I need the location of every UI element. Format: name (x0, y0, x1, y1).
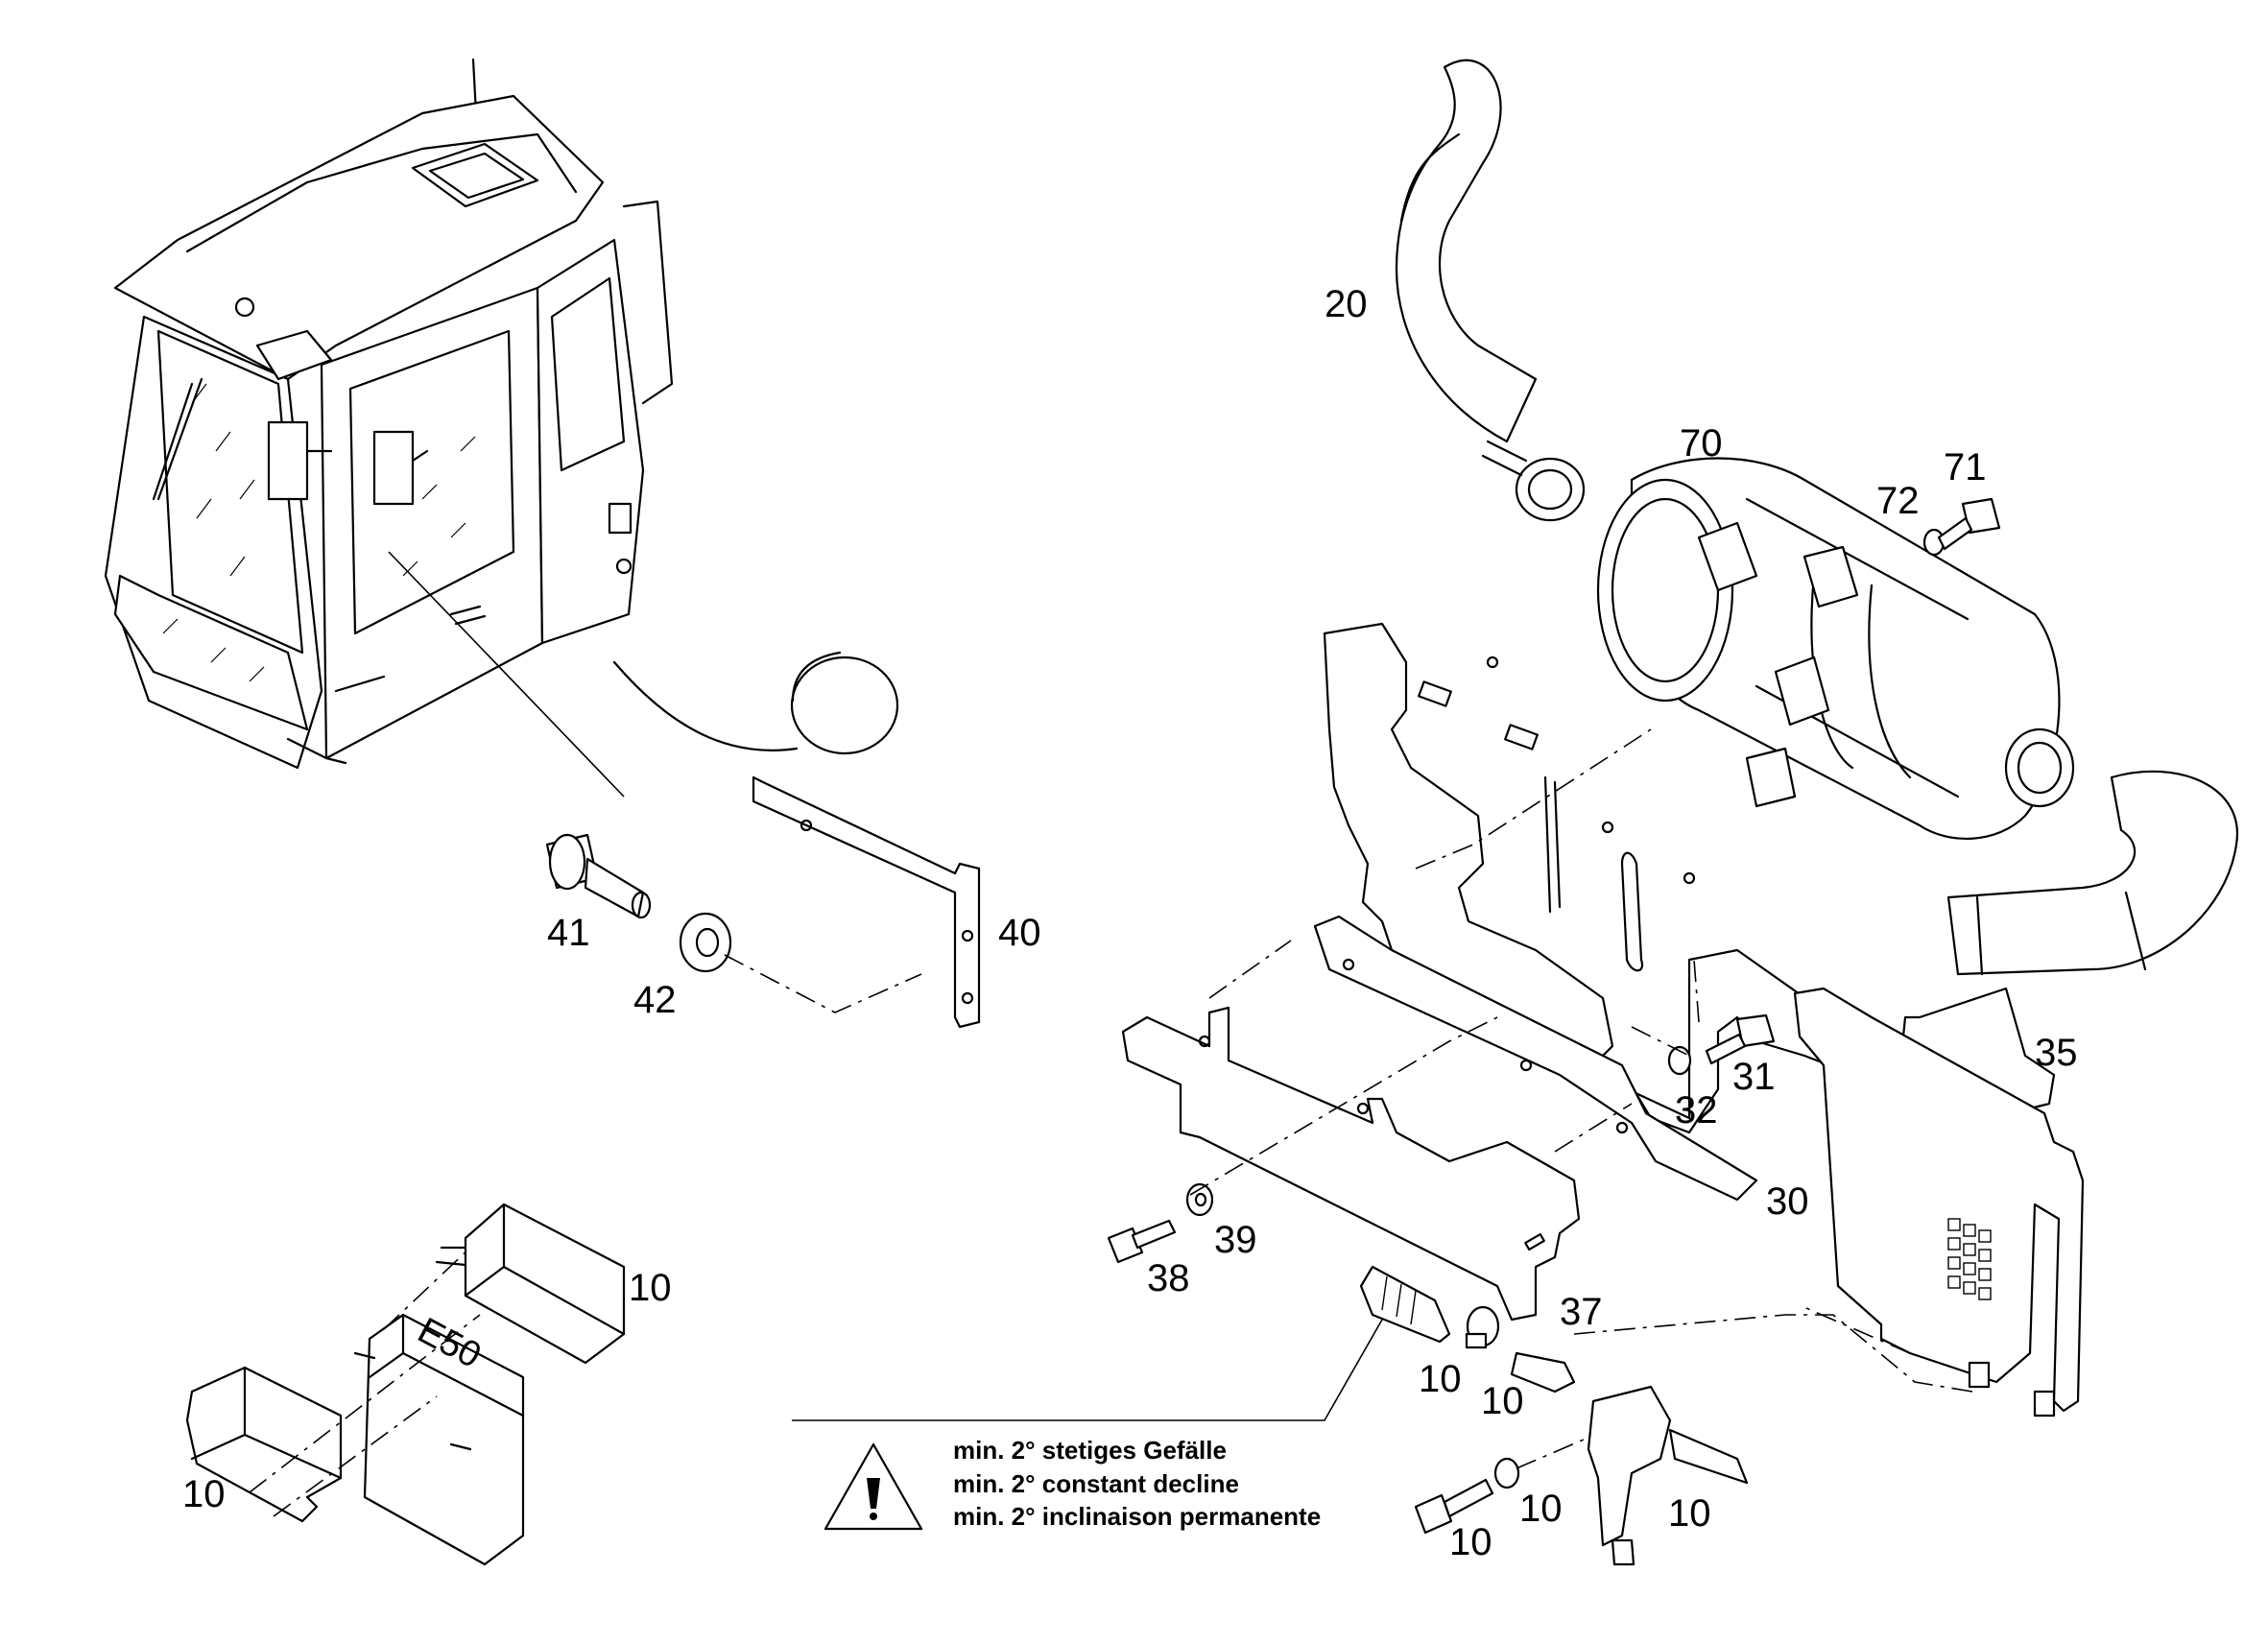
round-work-lamp (612, 651, 899, 755)
callout-41: 41 (547, 912, 590, 954)
callout-39: 39 (1214, 1219, 1257, 1261)
bolt-41 (545, 833, 652, 919)
callout-10-e: 10 (1519, 1488, 1563, 1530)
cover-37 (1121, 1006, 1581, 1322)
callout-10-f: 10 (1449, 1521, 1492, 1563)
operator-cab (104, 58, 674, 770)
control-unit-e50 (353, 1313, 525, 1566)
callout-10-a: 10 (629, 1267, 672, 1309)
outlet-hose (1946, 770, 2239, 976)
warning-line-fr: min. 2° inclinaison permanente (953, 1502, 1321, 1531)
callout-72: 72 (1876, 480, 1920, 522)
callout-30: 30 (1766, 1180, 1809, 1223)
callout-70: 70 (1680, 422, 1723, 465)
callout-38: 38 (1147, 1257, 1190, 1299)
side-plate (1793, 987, 2085, 1418)
air-intake-hose-20 (1395, 59, 1586, 522)
warning-line-en: min. 2° constant decline (953, 1469, 1239, 1498)
fitting (1510, 1351, 1576, 1394)
hose-sleeve (1359, 1265, 1451, 1344)
callout-71: 71 (1944, 446, 1987, 488)
bolt-31 (1705, 1013, 1776, 1065)
callouts: 20 70 72 71 41 42 40 35 31 32 30 39 38 3… (182, 283, 2078, 1563)
warning-line-de: min. 2° stetiges Gefälle (953, 1436, 1227, 1465)
mounting-bracket-10 (185, 1366, 343, 1523)
warning-icon (824, 1442, 923, 1531)
bolt-38 (1107, 1219, 1177, 1264)
washer-10-lower (1493, 1457, 1520, 1489)
callout-42: 42 (633, 979, 677, 1021)
warning-note: min. 2° stetiges Gefälle min. 2° constan… (953, 1436, 1321, 1531)
bolt-10-lower (1414, 1478, 1494, 1535)
callout-37: 37 (1560, 1291, 1603, 1333)
callout-40: 40 (998, 912, 1041, 954)
callout-10-d: 10 (1481, 1380, 1524, 1422)
control-unit-10 (435, 1203, 626, 1365)
callout-10-c: 10 (1419, 1358, 1462, 1400)
washer-42 (679, 912, 732, 973)
callout-10-b: 10 (182, 1473, 226, 1515)
callout-32: 32 (1675, 1089, 1718, 1132)
hose-clamp (1465, 1305, 1500, 1349)
callout-20: 20 (1325, 283, 1368, 325)
callout-31: 31 (1732, 1056, 1776, 1098)
water-separator (1587, 1385, 1749, 1566)
guard-30 (1313, 915, 1758, 1202)
callout-10-g: 10 (1668, 1492, 1711, 1535)
bolt-71 (1937, 497, 2001, 551)
bracket-40 (752, 775, 981, 1029)
callout-35: 35 (2035, 1032, 2078, 1074)
air-filter-70 (1596, 457, 2075, 840)
